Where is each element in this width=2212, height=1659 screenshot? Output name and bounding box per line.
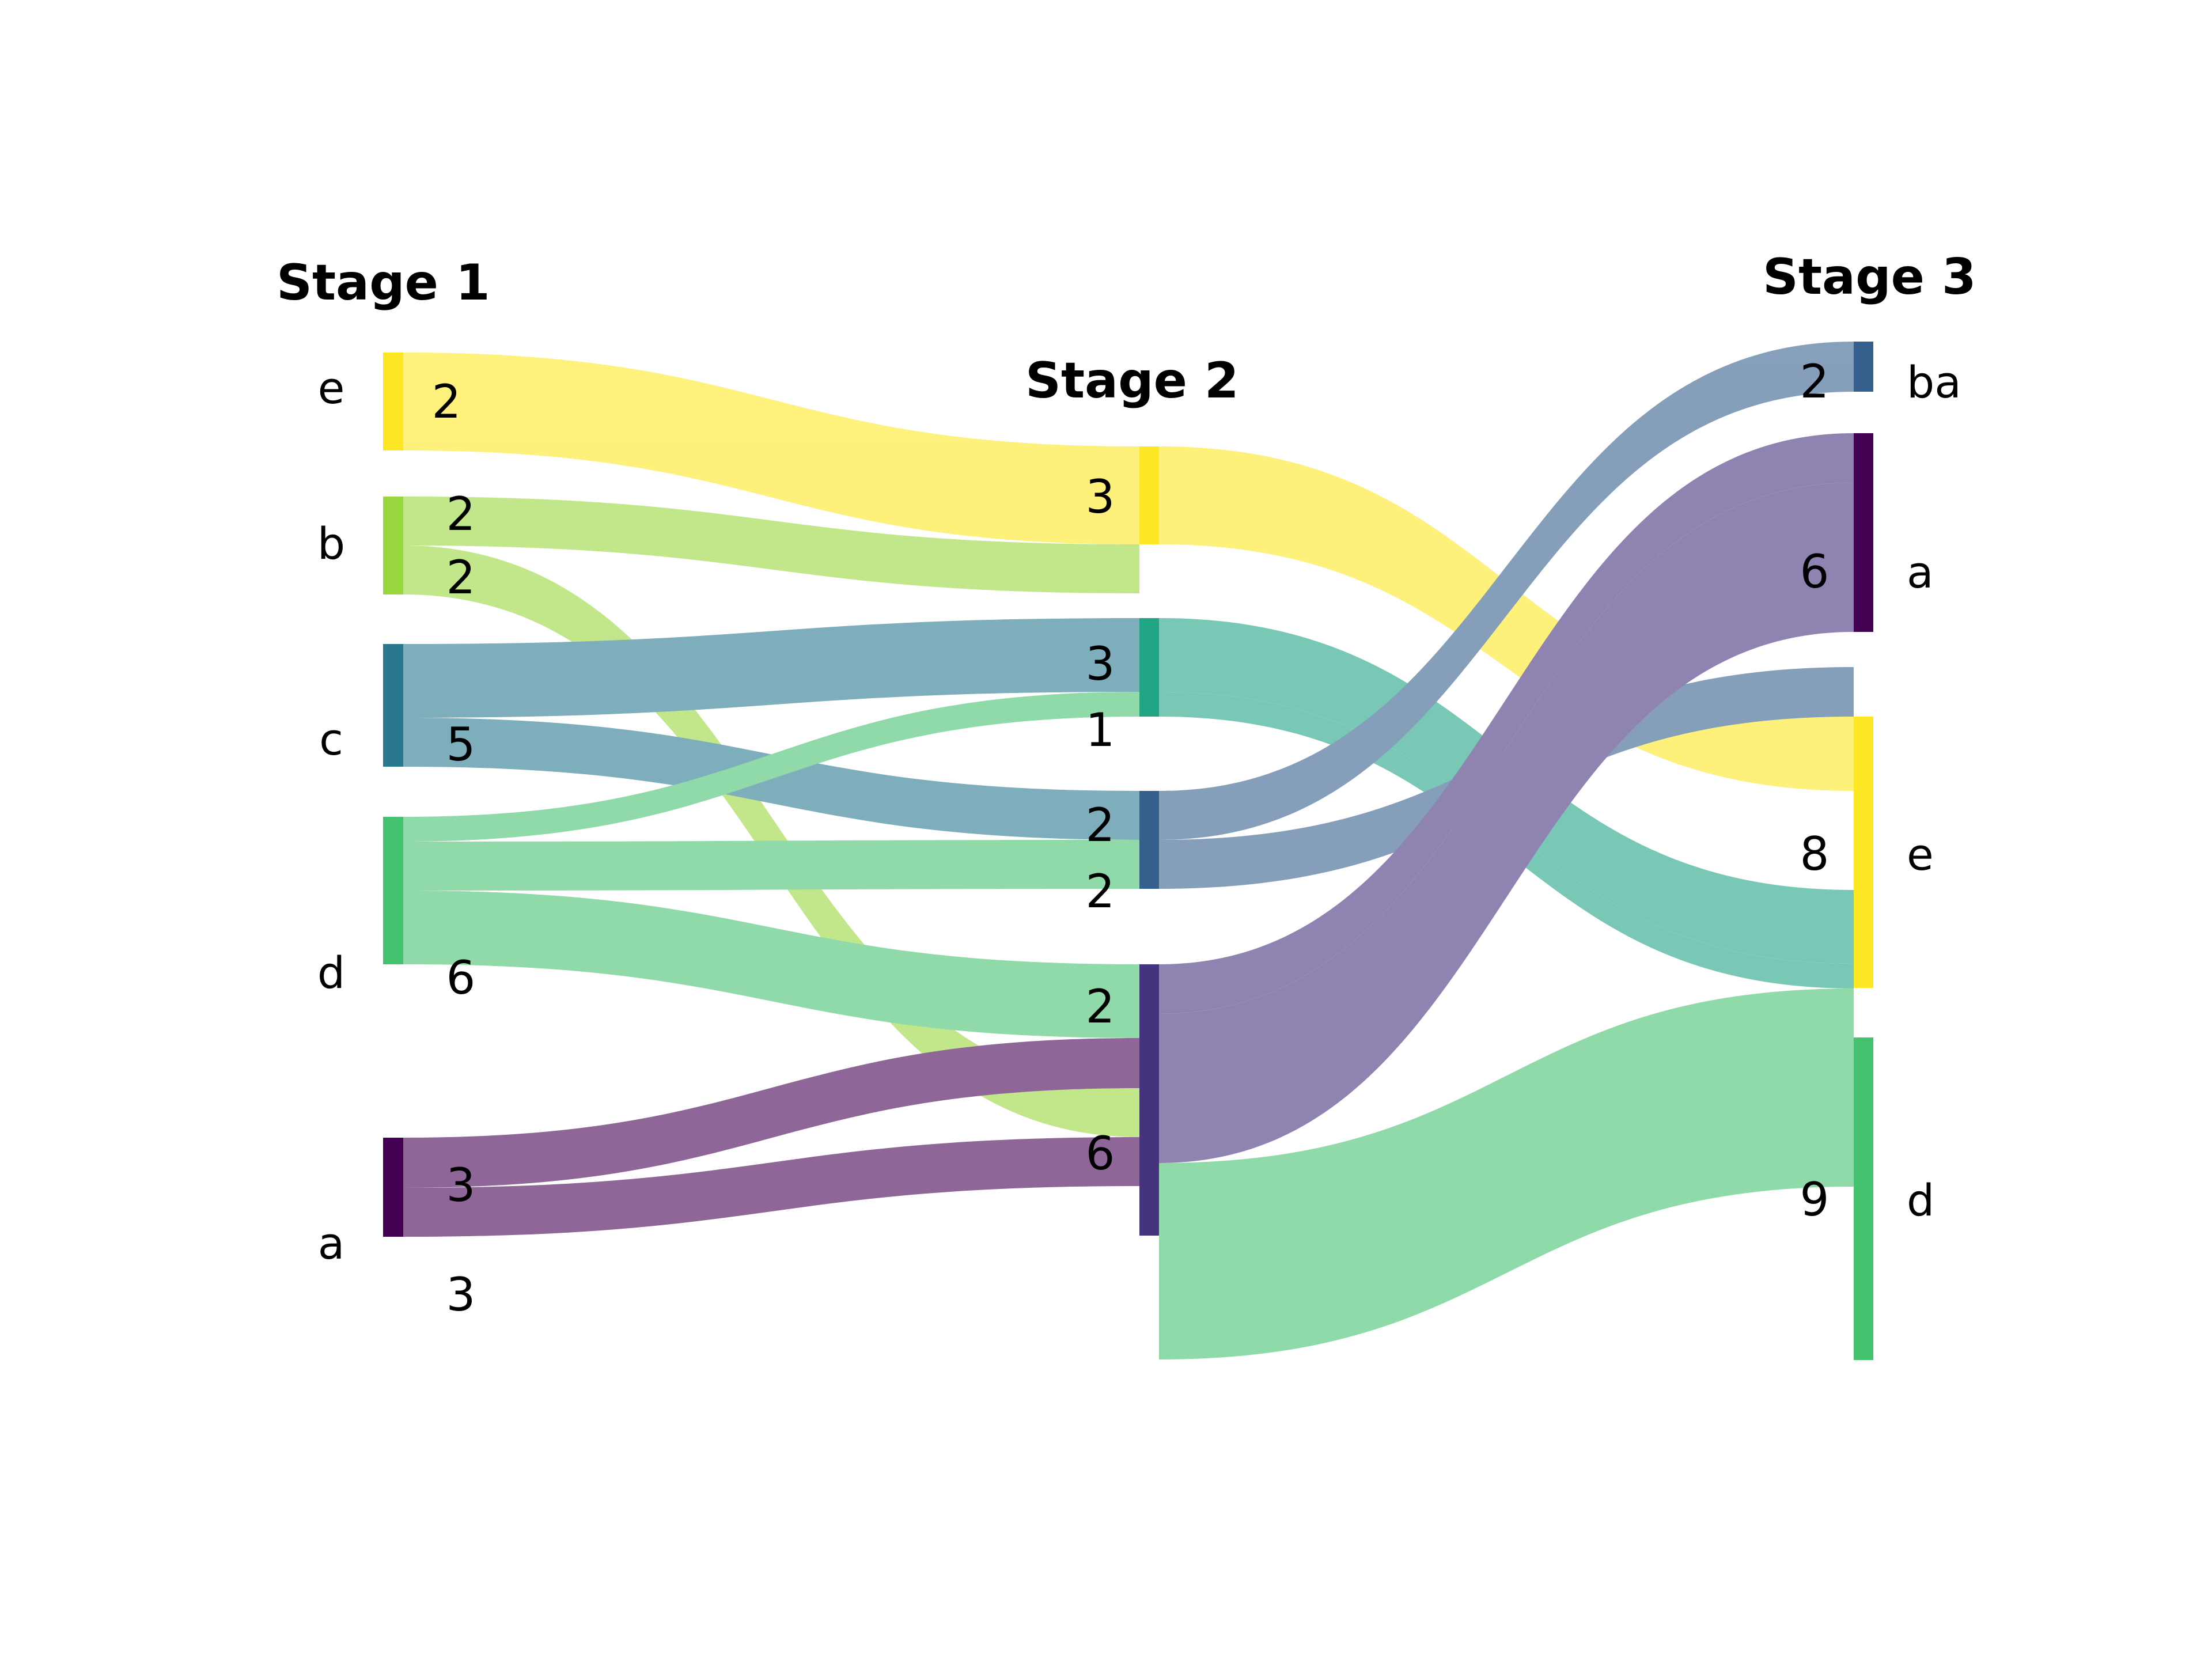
link-a-to-s2purple-1 xyxy=(403,1038,1139,1188)
link-d-to-s2purple xyxy=(403,891,1139,1038)
node-stage1-c[interactable] xyxy=(383,644,403,767)
stage-title-3: Stage 3 xyxy=(1763,248,1976,306)
link-c-to-s2teal xyxy=(403,618,1139,718)
node-stage3-d[interactable] xyxy=(1854,1037,1873,1360)
node-stage2-teal[interactable] xyxy=(1139,618,1159,717)
links-stage2-stage3 xyxy=(1159,342,1854,1359)
value-label-s1-e: 2 xyxy=(432,375,461,429)
value-label-s2-blue1: 2 xyxy=(1086,798,1115,852)
link-s2purple-to-a-b xyxy=(1159,483,1854,1163)
value-label-s1-a2: 3 xyxy=(446,1268,476,1321)
node-stage2-yellow[interactable] xyxy=(1139,446,1159,544)
link-s2purple-to-a-a xyxy=(1159,433,1854,1014)
stage-title-2: Stage 2 xyxy=(1025,352,1239,410)
value-label-s2-teal2: 1 xyxy=(1086,703,1115,757)
node-stage1-a[interactable] xyxy=(383,1138,403,1237)
value-label-s3-ba: 2 xyxy=(1800,355,1830,408)
node-label-right-ba: ba xyxy=(1907,357,1961,408)
links-stage1-stage2 xyxy=(403,353,1139,1237)
link-s2purple-to-d xyxy=(1159,988,1854,1359)
link-d-to-s2teal xyxy=(403,692,1139,842)
node-label-left-a: a xyxy=(318,1218,345,1269)
node-stage2-blue[interactable] xyxy=(1139,791,1159,889)
node-label-left-b: b xyxy=(317,518,345,569)
value-label-s1-b1: 2 xyxy=(446,487,476,541)
value-label-s3-a: 6 xyxy=(1800,545,1830,599)
node-label-left-d: d xyxy=(317,947,345,998)
node-label-right-e: e xyxy=(1907,829,1934,880)
link-e-to-s2yellow xyxy=(403,353,1139,544)
node-label-left-e: e xyxy=(318,362,345,414)
value-label-s2-purple2: 6 xyxy=(1086,1127,1115,1180)
link-d-to-s2blue xyxy=(403,840,1139,891)
node-stage1-b[interactable] xyxy=(383,497,403,594)
value-label-s2-blue2: 2 xyxy=(1086,865,1115,918)
nodes-stage1 xyxy=(383,353,403,1237)
stage-title-1: Stage 1 xyxy=(276,254,490,312)
node-label-right-d: d xyxy=(1907,1175,1934,1226)
node-label-right-a: a xyxy=(1907,547,1934,598)
node-stage2-purple[interactable] xyxy=(1139,964,1159,1236)
value-label-s3-d: 9 xyxy=(1800,1173,1830,1226)
value-label-s2-teal1: 3 xyxy=(1086,637,1115,691)
nodes-stage2 xyxy=(1139,446,1159,1236)
value-label-s1-b2: 2 xyxy=(446,551,476,604)
value-label-s2-purple1: 2 xyxy=(1086,980,1115,1033)
value-label-s3-e: 8 xyxy=(1800,827,1830,881)
node-stage1-e[interactable] xyxy=(383,353,403,450)
value-label-s1-a1: 3 xyxy=(446,1158,476,1212)
node-stage3-e[interactable] xyxy=(1854,717,1873,988)
node-stage3-a[interactable] xyxy=(1854,433,1873,632)
link-a-to-s2purple-2 xyxy=(403,1137,1139,1237)
value-label-s1-d: 6 xyxy=(446,951,476,1005)
node-label-left-c: c xyxy=(319,714,343,765)
node-stage1-d[interactable] xyxy=(383,817,403,964)
node-stage3-ba[interactable] xyxy=(1854,342,1873,392)
nodes-stage3 xyxy=(1854,342,1873,1360)
link-b-to-s2yellow xyxy=(403,497,1139,593)
link-s2blue-to-ba xyxy=(1159,342,1854,840)
value-label-s1-c: 5 xyxy=(446,718,476,771)
value-label-s2-yellow: 3 xyxy=(1086,470,1115,524)
